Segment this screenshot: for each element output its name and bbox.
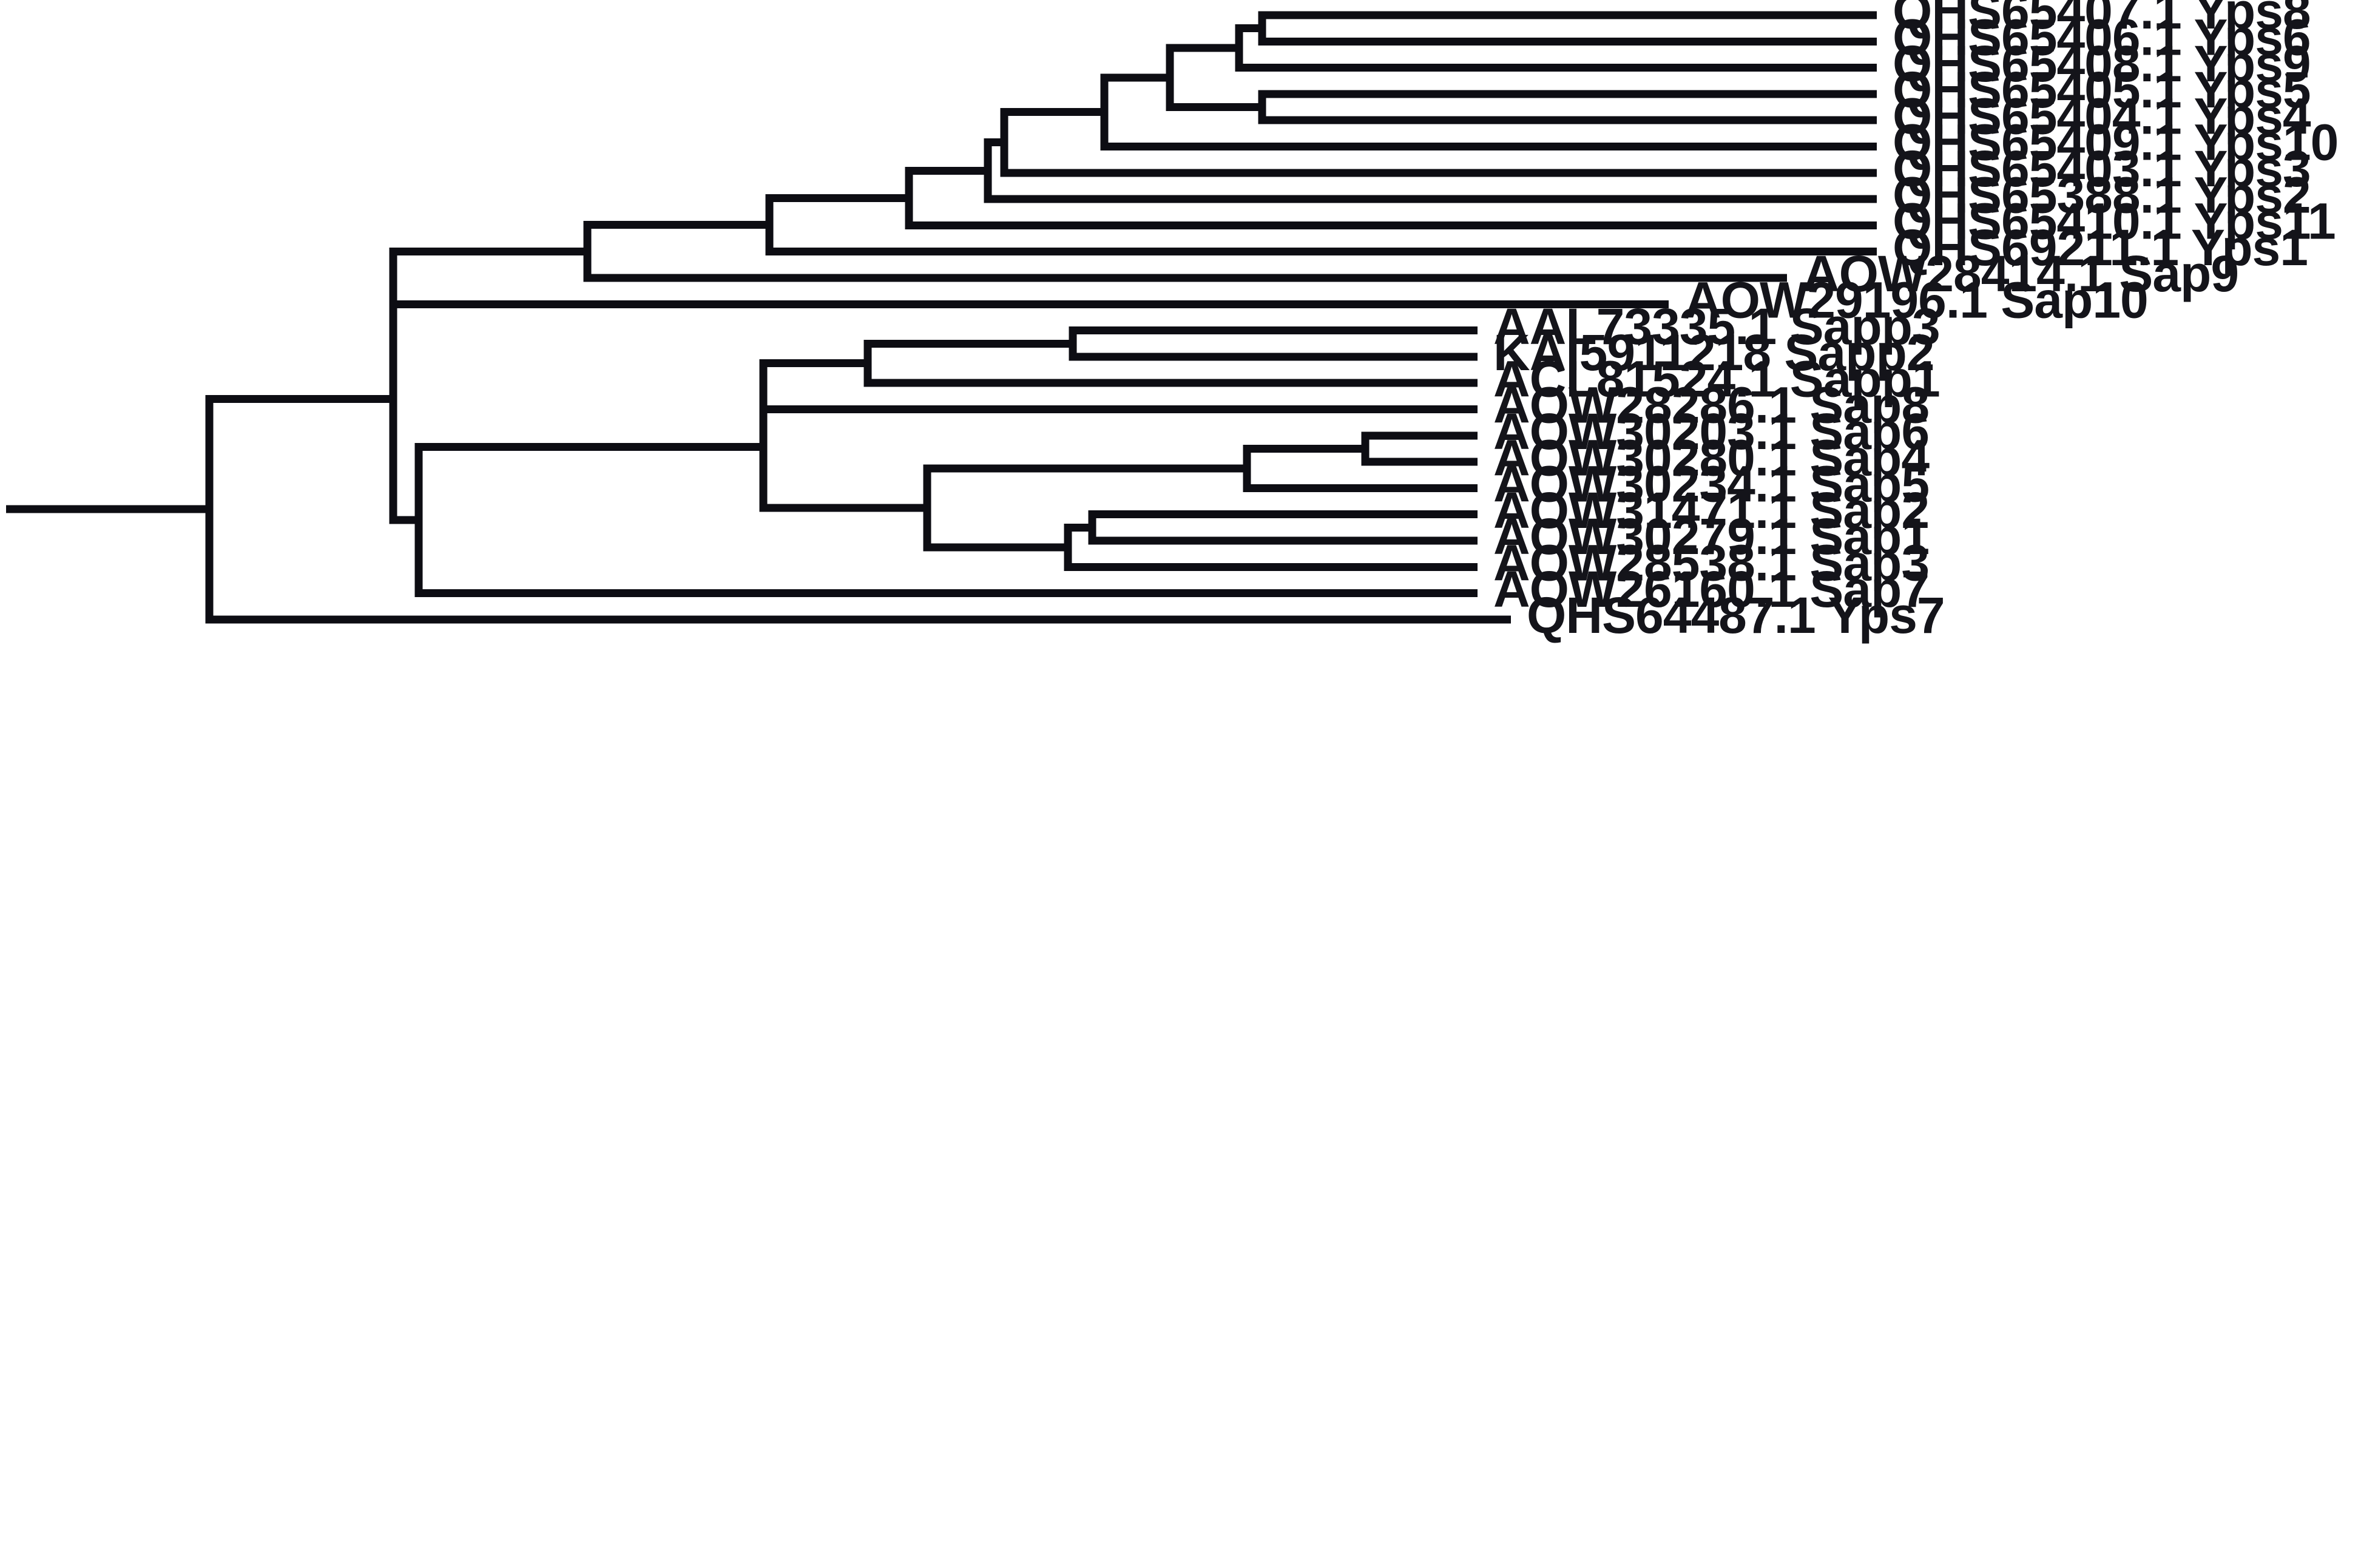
leaf-label-Yps1: QHS69211.1 Yps1: [1893, 219, 2308, 276]
leaf-label-Yps5: QHS65405.1 Yps5: [1893, 61, 2311, 118]
leaf-label-Yps9: QHS65408.1 Yps9: [1893, 35, 2311, 92]
leaf-label-Yps11: QHS65410.1 Yps11: [1893, 193, 2336, 250]
leaf-label-Sap8: AOW28286.1 Sap8: [1493, 377, 1929, 434]
leaf-label-Yps3: QHS65403.1 Yps3: [1893, 140, 2311, 197]
leaf-label-Yps7: QHS64487.1 Yps7: [1527, 587, 1945, 644]
leaf-label-Sap7: AOW26160.1 Sap7: [1493, 561, 1929, 618]
leaf-label-Sap5: AOW30234.1 Sap5: [1493, 456, 1929, 513]
leaf-label-Sap2: AOW31471.1 Sap2: [1493, 482, 1929, 539]
leaf-label-Sap10: AOW29196.1 Sap10: [1684, 271, 2148, 328]
leaf-label-Sap1: AOW30279.1 Sap1: [1493, 508, 1929, 565]
leaf-label-Yps4: QHS65404.1 Yps4: [1893, 87, 2311, 144]
leaf-label-Sapp3: AAL73335.1 Sapp3: [1493, 298, 1940, 355]
leaf-label-Yps8: QHS65407.1 Yps8: [1893, 0, 2311, 39]
branch-layer: [6, 11, 1877, 624]
leaf-label-Sap6: AOW30203.1 Sap6: [1493, 403, 1929, 460]
leaf-label-Sap3: AOW28538.1 Sap3: [1493, 534, 1929, 591]
leaf-label-Yps2: QHS65388.1 Yps2: [1893, 166, 2311, 223]
leaf-label-Sap4: AOW30280.1 Sap4: [1493, 429, 1930, 486]
leaf-label-Yps6: QHS65406.1 Yps6: [1893, 8, 2311, 66]
leaf-label-Sap9: AOW28414.1 Sap9: [1803, 245, 2238, 302]
leaf-label-Sapp2: KAI5911218 Sapp2: [1493, 324, 1934, 381]
leaf-label-Yps10: QHS65409.1 Yps10: [1893, 114, 2338, 171]
leaf-label-Sapp1: ACL81524.1 Sapp1: [1493, 350, 1940, 407]
